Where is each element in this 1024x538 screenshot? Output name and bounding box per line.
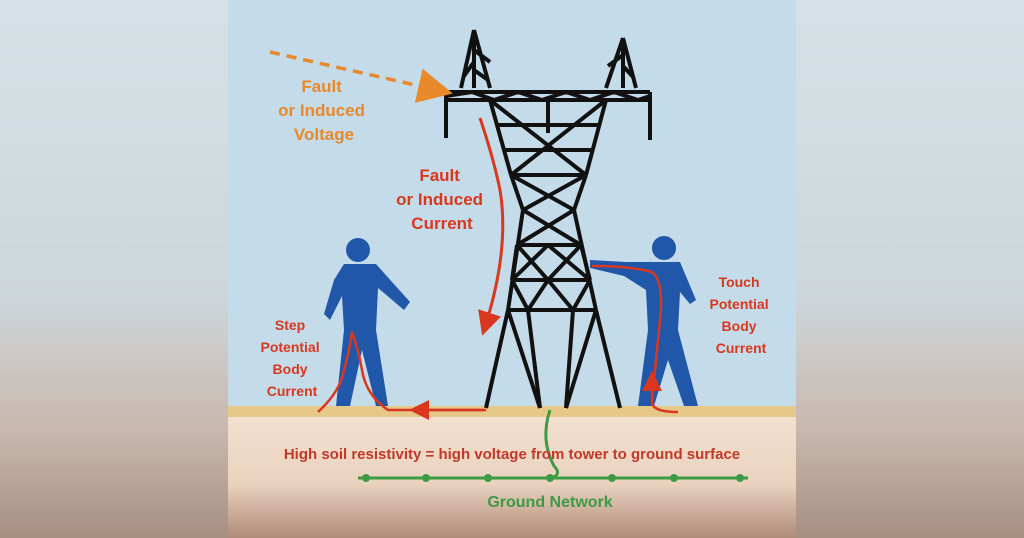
fault-voltage-arrow [269,50,453,103]
ground-network-label: Ground Network [487,494,612,511]
person-touch-icon [590,236,698,406]
step-current-path [317,331,484,413]
blurred-right-background [796,0,1024,538]
person-step-icon [324,238,410,406]
fault-voltage-label: Fault or Induced Voltage [278,77,370,144]
ground-network-line [358,474,748,482]
step-potential-label: Step Potential Body Current [260,317,323,399]
ground-conductor [544,409,559,480]
sky-area [228,0,796,410]
diagram-svg: Fault or Induced Voltage Fault or Induce… [228,0,796,538]
transmission-tower-icon [444,29,652,409]
diagram-panel: Fault or Induced Voltage Fault or Induce… [228,0,796,538]
fault-current-arrow [478,117,505,336]
touch-potential-label: Touch Potential Body Current [709,274,772,356]
ground-surface [228,406,796,417]
soil-resistivity-label: High soil resistivity = high voltage fro… [284,446,740,463]
blurred-left-background [0,0,228,538]
touch-current-path [591,264,679,414]
fault-current-label: Fault or Induced Current [396,166,488,233]
